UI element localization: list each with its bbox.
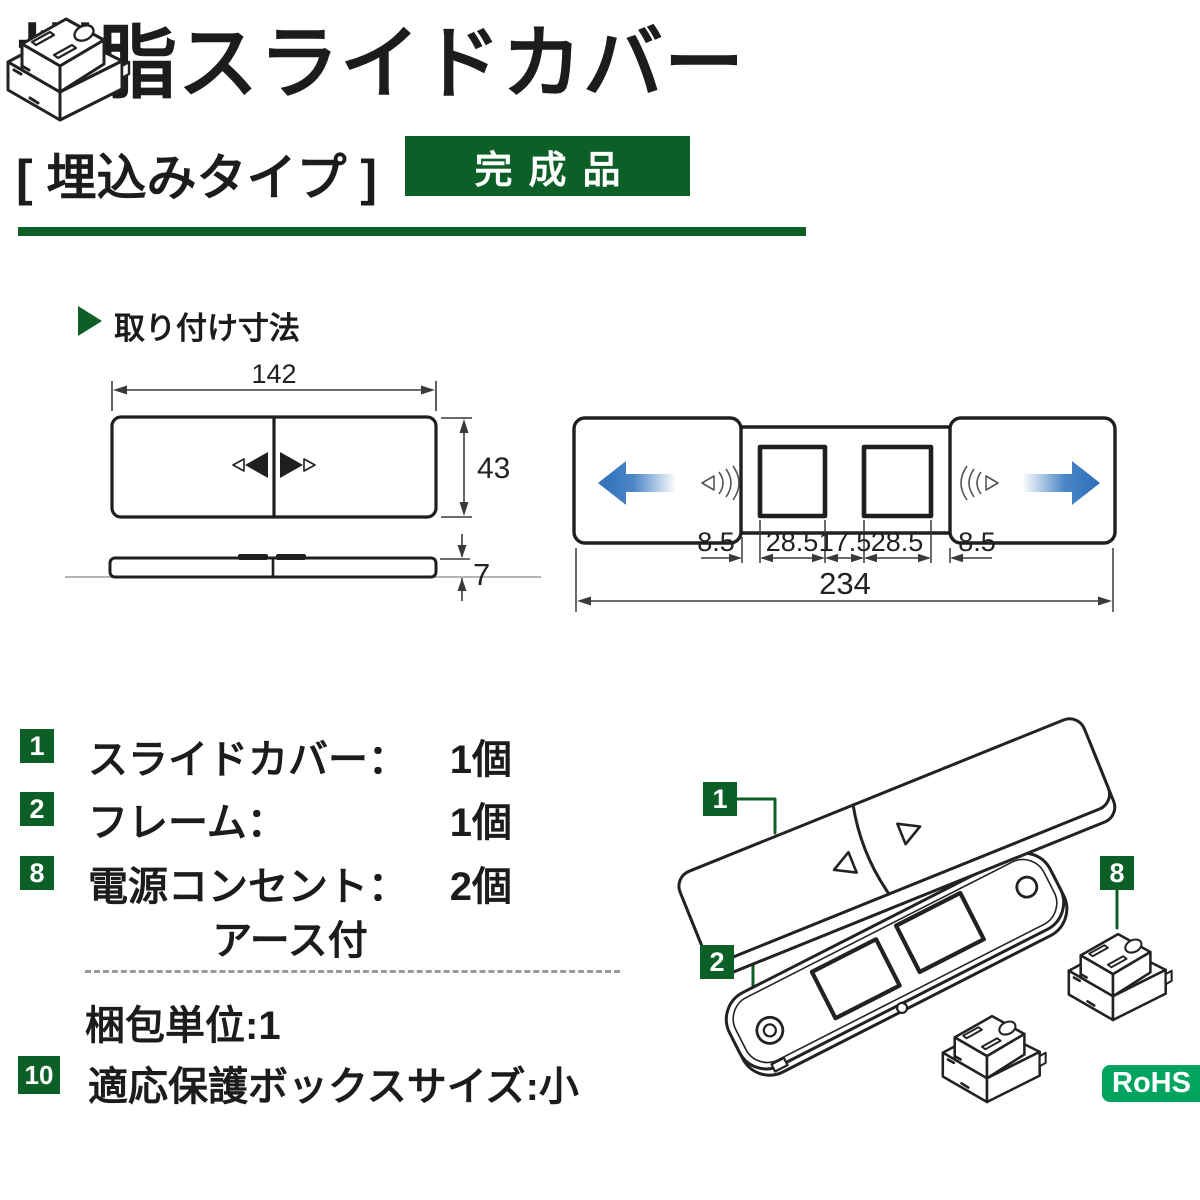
rohs-badge: RoHS 2 — [1102, 1065, 1200, 1102]
finished-product-badge: 完成品 — [405, 136, 690, 196]
section-heading: 取り付け寸法 — [114, 311, 300, 346]
cover-part — [677, 717, 1117, 976]
part-label-slide-cover: スライドカバー： — [88, 738, 408, 782]
exploded-label-cover: 1 — [703, 782, 737, 816]
outlet-opening-left — [757, 444, 828, 519]
height-value: 43 — [477, 452, 510, 485]
exploded-view-drawing — [6, 17, 1173, 1104]
outlet-opening-right — [861, 444, 934, 519]
width-dimension — [111, 381, 437, 411]
exploded-label-frame: 2 — [700, 945, 734, 979]
part-num-outlet: 8 — [20, 856, 54, 890]
part-label-outlet: 電源コンセント： — [88, 865, 408, 909]
exploded-label-outlet: 8 — [1100, 856, 1134, 890]
thickness-value: 7 — [473, 557, 490, 592]
part-qty-frame: 1個 — [449, 801, 512, 845]
section-triangle-icon — [78, 306, 102, 336]
frame-part — [724, 851, 1069, 1077]
segment-value-1: 28.5 — [766, 527, 819, 557]
segment-value-4: 8.5 — [958, 527, 996, 557]
width-value: 142 — [251, 359, 296, 389]
packing-unit: 梱包単位:1 — [85, 1004, 281, 1048]
part-num-slide-cover: 1 — [20, 729, 54, 763]
slide-view-drawing: 8.5 28.5 17.5 28.5 8.5 234 — [572, 416, 1117, 612]
part-qty-outlet: 2個 — [449, 865, 512, 909]
page-subtitle: [ 埋込みタイプ ] — [16, 150, 378, 206]
segment-value-0: 8.5 — [697, 527, 735, 557]
protection-box-size: 適応保護ボックスサイズ:小 — [88, 1065, 579, 1109]
front-view-drawing: 142 43 7 — [65, 359, 541, 601]
height-dimension — [441, 417, 472, 518]
part-note-earth: アース付 — [212, 919, 368, 963]
slide-grip-left-icon — [701, 465, 740, 501]
part-qty-slide-cover: 1個 — [449, 738, 512, 782]
page-title: 樹脂スライドカバー — [16, 19, 745, 108]
part-label-frame: フレーム： — [88, 801, 287, 845]
slide-left-arrow-icon — [598, 461, 676, 505]
slide-right-arrow-icon — [1022, 461, 1100, 505]
part-num-protection-box: 10 — [18, 1056, 60, 1094]
list-divider — [85, 970, 620, 973]
extension-lines — [575, 520, 1114, 612]
segment-value-2: 17.5 — [819, 527, 872, 557]
slide-direction-arrows-icon — [232, 452, 316, 478]
total-width-value: 234 — [819, 566, 871, 601]
part-num-frame: 2 — [20, 792, 54, 826]
header-divider — [18, 227, 806, 236]
slide-grip-right-icon — [960, 465, 999, 501]
segment-value-3: 28.5 — [871, 527, 924, 557]
outlet-block — [6, 17, 131, 122]
